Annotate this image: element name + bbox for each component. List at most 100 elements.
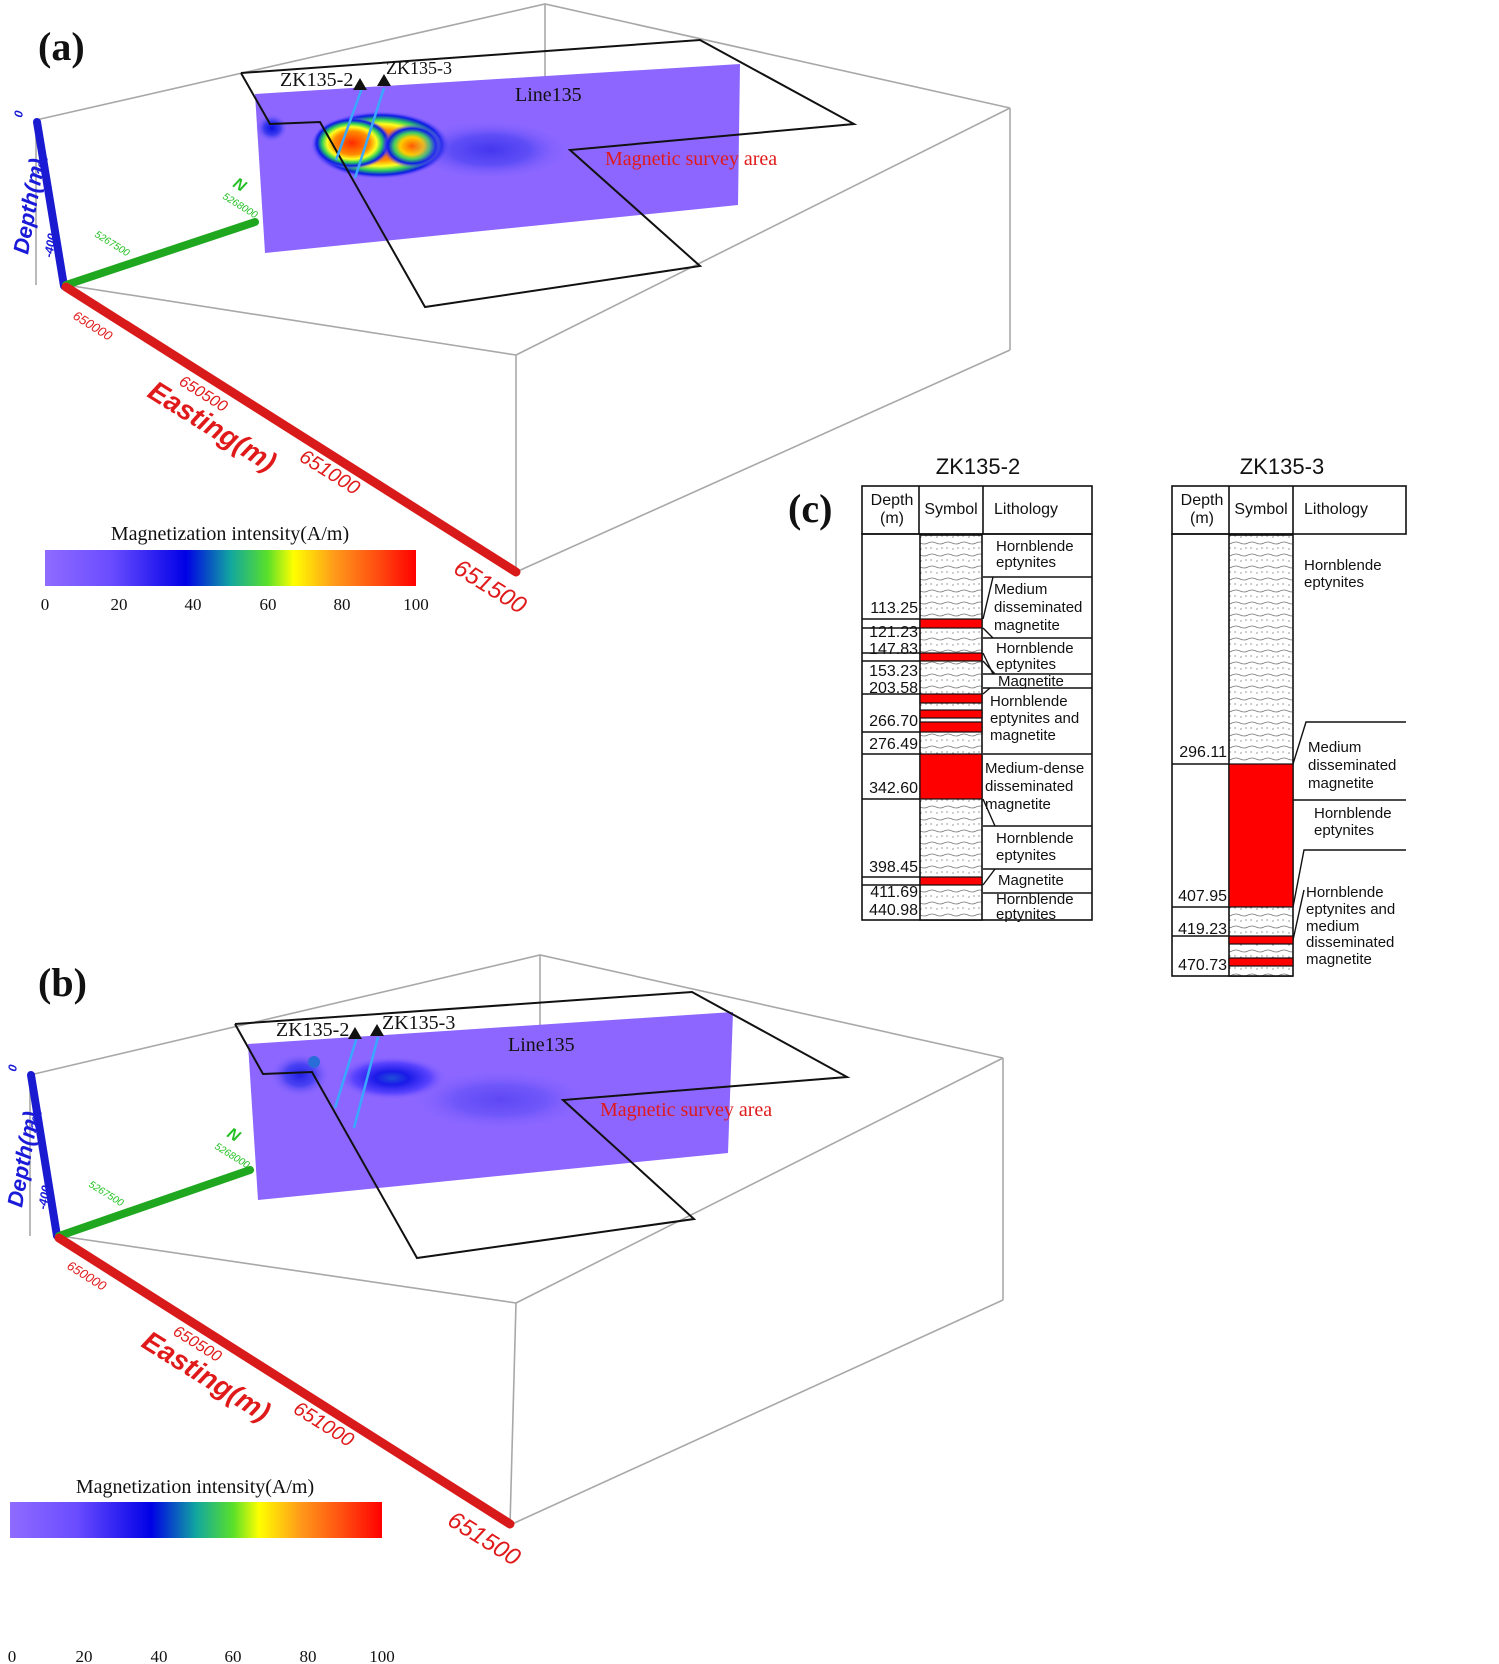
lithology-label: magnetite <box>990 727 1056 744</box>
northing-axis <box>62 218 259 289</box>
colorbar-tick: 80 <box>334 595 351 614</box>
depth-tick: 0 <box>5 1063 20 1072</box>
column-header-lithology: Lithology <box>994 501 1058 518</box>
northing-tick: 5267500 <box>92 229 131 259</box>
depth-tick: -200 <box>27 1108 45 1134</box>
panel-b-colorbar: Magnetization intensity(A/m) 0 20 40 60 … <box>8 1476 395 1664</box>
lithology-label: disseminated <box>985 778 1073 795</box>
lithology-label: Magnetite <box>998 673 1064 690</box>
lithology-label: eptynites <box>996 847 1056 864</box>
northing-tick: 5267500 <box>86 1179 125 1209</box>
lithology-label: Medium <box>994 581 1047 598</box>
depth-dividers <box>862 576 1092 894</box>
panel-a: (a) <box>8 3 1011 620</box>
magnetite-layers <box>1228 763 1294 967</box>
lithology-label: magnetite <box>1308 775 1374 792</box>
depth-value: 470.73 <box>1178 957 1227 974</box>
drill-marker-icon <box>370 1024 384 1036</box>
depth-values: 113.25 121.23 147.83 153.23 203.58 266.7… <box>869 600 918 919</box>
drill-hole-zk135-2 <box>333 1036 359 1109</box>
column-header-symbol: Symbol <box>1234 501 1287 518</box>
colorbar-title: Magnetization intensity(A/m) <box>76 1476 314 1498</box>
lithology-label: Hornblende <box>996 538 1074 555</box>
lithology-label: eptynites <box>1314 822 1374 839</box>
column-header-symbol: Symbol <box>924 501 977 518</box>
lithology-label: magnetite <box>985 796 1051 813</box>
panel-a-drill-holes: ZK135-2 ZK135-3 Line135 Magnetic survey … <box>280 58 777 179</box>
colorbar-tick: 100 <box>403 595 429 614</box>
drill-label-zk135-2: ZK135-2 <box>280 69 353 91</box>
depth-value: 398.45 <box>869 859 918 876</box>
lithology-label: Medium <box>1308 739 1361 756</box>
drill-hole-zk135-2 <box>334 87 364 161</box>
symbol-column <box>1228 534 1294 977</box>
lithology-label: Hornblende <box>1314 805 1392 822</box>
colorbar-tick: 20 <box>111 595 128 614</box>
depth-value: 296.11 <box>1179 744 1227 761</box>
easting-tick: 651500 <box>443 1506 526 1572</box>
colorbar-tick: 60 <box>225 1647 242 1664</box>
panel-a-bounding-box <box>35 3 1011 573</box>
drill-hole-zk135-3 <box>352 1036 380 1129</box>
log-title: ZK135-2 <box>936 454 1020 479</box>
drill-marker-icon <box>348 1027 362 1039</box>
easting-axis <box>54 1233 515 1529</box>
depth-tick: 0 <box>11 109 26 118</box>
panel-b: (b) ZK135-2 ZK135-3 <box>2 954 1004 1664</box>
depth-value: 121.23 <box>869 624 918 641</box>
colorbar-tick: 0 <box>41 595 50 614</box>
depth-value: 276.49 <box>869 736 918 753</box>
depth-value: 266.70 <box>869 713 918 730</box>
depth-value: 407.95 <box>1178 888 1227 905</box>
lithology-label: disseminated <box>1308 757 1396 774</box>
panel-a-survey-area-outline <box>240 38 858 309</box>
colorbar-gradient <box>45 550 416 586</box>
depth-tick: -400 <box>35 1184 53 1210</box>
colorbar-tick: 40 <box>185 595 202 614</box>
lithology-label: eptynites <box>996 906 1056 923</box>
lithology-label: Hornblende <box>996 640 1074 657</box>
lithology-label: Magnetite <box>998 872 1064 889</box>
drill-label-zk135-2: ZK135-2 <box>276 1019 349 1041</box>
easting-axis <box>61 282 521 577</box>
column-header-depth-unit: (m) <box>880 510 904 527</box>
depth-tick: -200 <box>33 154 51 180</box>
lithology-label: eptynites <box>996 656 1056 673</box>
panel-b-section <box>248 1012 733 1200</box>
column-header-depth-unit: (m) <box>1190 510 1214 527</box>
lithology-label: eptynites <box>1304 574 1364 591</box>
depth-value: 147.83 <box>869 641 918 658</box>
lithology-label: disseminated <box>1306 934 1394 951</box>
colorbar-gradient <box>10 1502 382 1538</box>
northing-tick: 5268000 <box>220 191 259 221</box>
northing-axis-title: N <box>230 175 249 196</box>
column-header-depth: Depth <box>1181 492 1224 509</box>
log-zk135-2: ZK135-2 Depth (m) Symbol Lithology <box>861 454 1093 923</box>
colorbar-tick: 40 <box>151 1647 168 1664</box>
depth-tick: -400 <box>41 232 59 258</box>
lithology-label: eptynites and <box>1306 901 1395 918</box>
colorbar-tick: 100 <box>369 1647 395 1664</box>
line-label: Line135 <box>515 84 582 106</box>
lithology-label: Hornblende <box>996 830 1074 847</box>
depth-axis <box>33 118 68 290</box>
column-header-lithology: Lithology <box>1304 501 1368 518</box>
colorbar-title: Magnetization intensity(A/m) <box>111 523 349 545</box>
northing-axis-title: N <box>224 1125 243 1146</box>
panel-a-colorbar: Magnetization intensity(A/m) 0 20 40 60 … <box>41 523 429 614</box>
depth-value: 440.98 <box>869 902 918 919</box>
colorbar-tick: 60 <box>260 595 277 614</box>
lithology-labels: Hornblende eptynites Medium disseminated… <box>1304 557 1396 968</box>
lithology-label: eptynites and <box>990 710 1079 727</box>
colorbar-tick: 80 <box>300 1647 317 1664</box>
panel-c-label: (c) <box>788 486 832 531</box>
lithology-label: Medium-dense <box>985 760 1084 777</box>
drill-marker-icon <box>377 74 391 86</box>
drill-label-zk135-3: ZK135-3 <box>382 1012 455 1034</box>
panel-b-label: (b) <box>38 960 87 1005</box>
panel-a-label: (a) <box>38 24 85 69</box>
northing-axis <box>55 1166 254 1240</box>
depth-axis <box>27 1071 61 1240</box>
survey-area-label: Magnetic survey area <box>605 148 777 170</box>
